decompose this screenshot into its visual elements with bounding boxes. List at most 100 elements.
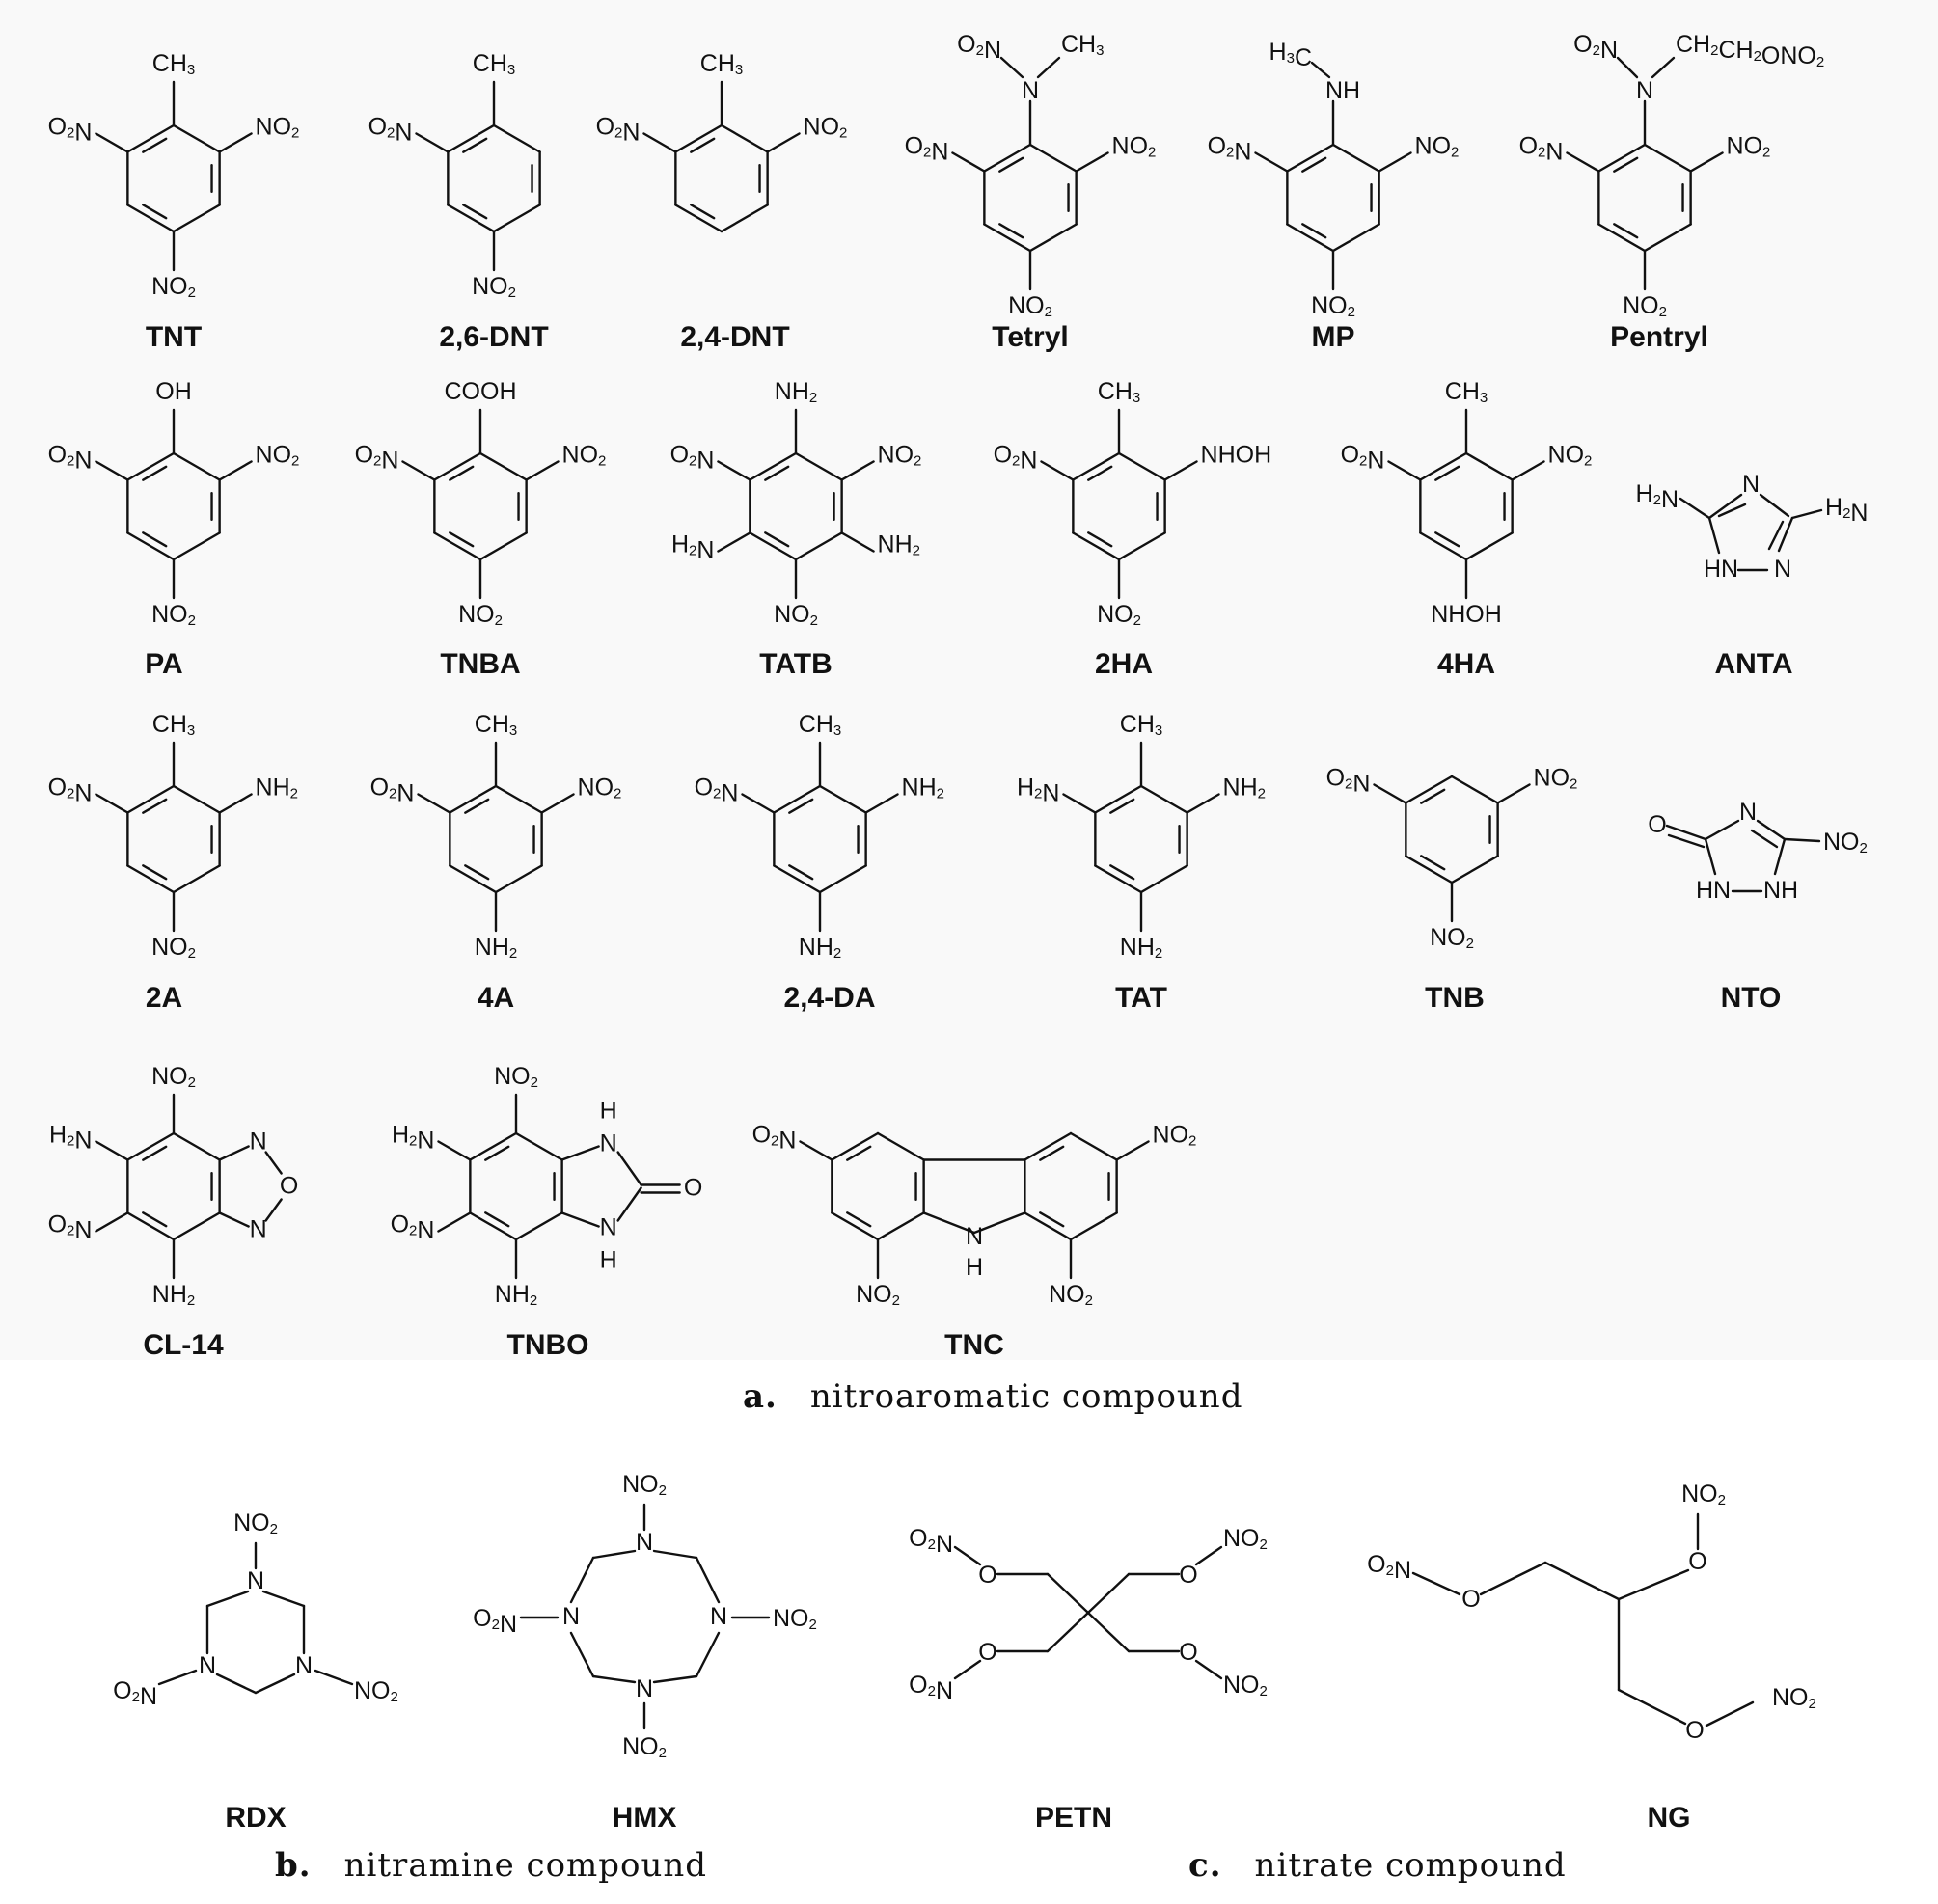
n-atom: N <box>600 1213 617 1240</box>
ring-bond <box>172 451 221 481</box>
ring-bond <box>1405 855 1454 884</box>
substituent-label: NO2 <box>1623 292 1667 320</box>
substituent-label: O2N <box>670 441 715 474</box>
nh-label: HN <box>1704 556 1738 583</box>
substituent-label: O2N <box>48 113 93 146</box>
n-atom: N <box>199 1652 216 1679</box>
caption-c: c. nitrate compound <box>1188 1846 1567 1885</box>
ring-double-bond <box>788 798 814 814</box>
ring-bond <box>1024 1131 1073 1161</box>
compound-name-2-6-dnt: 2,6-DNT <box>439 321 549 353</box>
ring-double-bond <box>1087 465 1113 481</box>
n-atom: N <box>247 1567 264 1594</box>
ring-bond <box>478 531 528 561</box>
substituent-label: O2N <box>1208 132 1252 165</box>
compound-name-mp: MP <box>1311 321 1355 353</box>
ring-bond <box>1024 1211 1073 1241</box>
h-label: H <box>600 1246 617 1273</box>
caption-c-text: nitrate compound <box>1254 1846 1567 1885</box>
ring-bond <box>126 784 176 814</box>
ring-bond <box>433 451 482 481</box>
ring-double-bond <box>846 1211 872 1228</box>
ring-bond <box>1094 784 1143 814</box>
ring-bond <box>983 143 1032 173</box>
ring-double-bond <box>484 1145 510 1161</box>
nitro-label: NO2 <box>773 1605 817 1633</box>
substituent-label: H2N <box>1017 774 1059 806</box>
caption-b: b.nitramine compound <box>275 1846 707 1885</box>
compound-name-petn: PETN <box>1034 1802 1113 1834</box>
compound-name-nto: NTO <box>1720 982 1782 1014</box>
ring-bond <box>1331 223 1380 253</box>
ring-bond <box>922 1211 976 1235</box>
nitro-bond <box>1705 1700 1755 1727</box>
carbonyl-double-bond <box>1667 833 1706 849</box>
ring-bond <box>652 1549 698 1560</box>
substituent-label: NO2 <box>151 273 196 301</box>
ring-bond <box>1464 451 1514 481</box>
chain-bond <box>1617 1568 1690 1601</box>
nitro-label: NO2 <box>1223 1525 1268 1553</box>
methyl-label: CH3 <box>1061 31 1104 59</box>
ring-bond <box>560 1145 600 1161</box>
ring-bond <box>514 1211 563 1241</box>
h-label: H <box>600 1097 617 1124</box>
ring-double-bond <box>1434 531 1460 548</box>
ring-bond <box>1069 1131 1118 1161</box>
ring-double-bond <box>1039 1145 1065 1161</box>
compound-name-tnc: TNC <box>944 1329 1004 1361</box>
ring-bond <box>126 864 176 894</box>
substituent-label: CH3 <box>1445 378 1488 406</box>
ring-bond <box>569 1631 595 1678</box>
ring-double-bond <box>1717 503 1747 518</box>
ring-bond <box>514 1131 563 1161</box>
ring-bond <box>1707 516 1721 555</box>
n-atom: N <box>966 1223 983 1250</box>
ring-double-bond <box>462 204 488 220</box>
chain-bond <box>1046 1572 1090 1615</box>
n-atom: N <box>636 1529 653 1556</box>
ring-double-bond <box>142 798 168 814</box>
ring-bond <box>831 1211 880 1241</box>
h-label: H <box>966 1254 983 1281</box>
substituent-label: NO2 <box>562 441 607 469</box>
nitro-bond <box>1411 1571 1461 1596</box>
ring-bond <box>1597 143 1647 173</box>
substituent-label: NH2 <box>799 934 841 962</box>
chain-bond <box>1651 56 1676 79</box>
ring-double-bond <box>764 465 790 481</box>
ring-bond <box>591 1549 637 1560</box>
ring-double-bond <box>462 137 488 153</box>
chain-label: CH2CH2ONO2 <box>1676 31 1824 70</box>
caption-c-letter: c. <box>1188 1846 1222 1885</box>
ring-double-bond <box>142 531 168 548</box>
compound-name-tetryl: Tetryl <box>992 321 1069 353</box>
n-atom: N <box>250 1215 267 1242</box>
substituent-label: NO2 <box>494 1063 538 1091</box>
oxygen-label: O <box>978 1639 996 1666</box>
ring-double-bond <box>690 204 716 220</box>
caption-a: a.nitroaromatic compound <box>743 1377 1242 1416</box>
ring-bond <box>469 1211 518 1241</box>
ring-bond <box>1643 223 1692 253</box>
substituent-label: NO2 <box>1097 601 1141 629</box>
oxygen-label: O <box>1179 1562 1197 1589</box>
substituent-label: CH3 <box>1098 378 1140 406</box>
compound-name-rdx: RDX <box>225 1802 287 1834</box>
compound-name-anta: ANTA <box>1714 648 1793 680</box>
n-atom: N <box>636 1675 653 1702</box>
substituent-bond <box>1254 151 1289 173</box>
ring-bond <box>218 1145 250 1161</box>
substituent-label: CH3 <box>700 50 743 78</box>
ring-double-bond <box>788 864 814 881</box>
n-atom: N <box>600 1129 617 1156</box>
ring-double-bond <box>1087 531 1113 548</box>
substituent-bond <box>1062 793 1097 814</box>
substituent-label: NH2 <box>152 1281 195 1309</box>
substituent-bond <box>1689 151 1724 173</box>
ring-bond <box>983 223 1032 253</box>
substituent-label: NO2 <box>1153 1121 1197 1149</box>
substituent-label: O2N <box>48 774 93 806</box>
ring-bond <box>172 864 221 894</box>
ring-double-bond <box>1109 798 1135 814</box>
